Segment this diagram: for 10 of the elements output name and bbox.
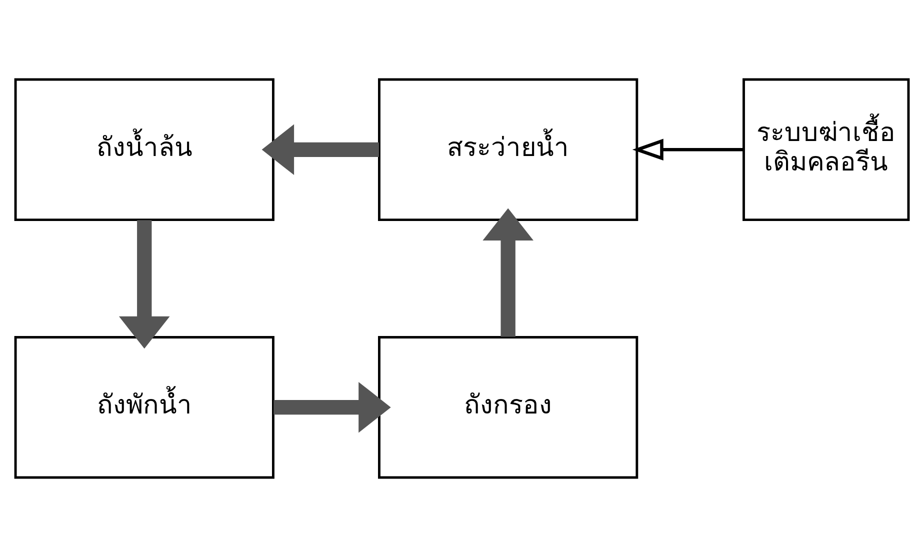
node-box: ถังพักน้ำ — [14, 336, 274, 479]
arrow — [482, 208, 534, 337]
node-box: ถังกรอง — [378, 336, 638, 479]
arrow — [274, 382, 391, 433]
arrow — [632, 138, 744, 161]
node-box: สระว่ายน้ำ — [378, 78, 638, 221]
arrow — [118, 220, 170, 349]
arrow — [262, 124, 379, 176]
node-box: ระบบฆ่าเชื้อ เติมคลอรีน — [742, 78, 910, 221]
node-box: ถังน้ำล้น — [14, 78, 274, 221]
